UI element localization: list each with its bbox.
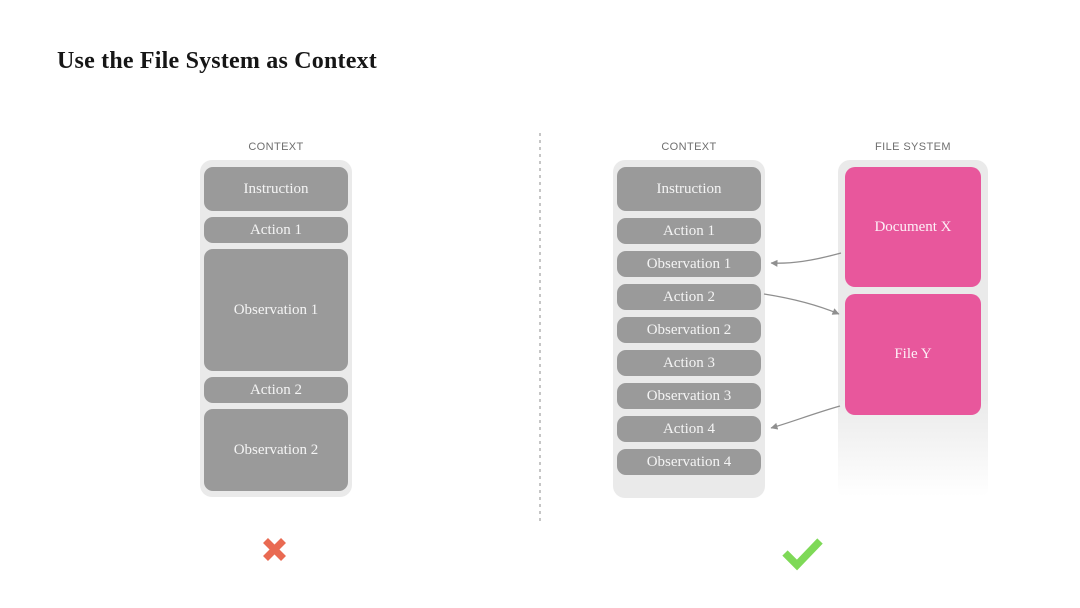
context-box: Instruction <box>617 167 761 211</box>
file-box: Document X <box>845 167 981 287</box>
right-context-header: CONTEXT <box>661 141 717 153</box>
context-box: Action 1 <box>204 217 348 243</box>
context-box: Instruction <box>204 167 348 211</box>
context-box: Observation 2 <box>204 409 348 491</box>
context-box: Action 2 <box>204 377 348 403</box>
check-icon <box>779 534 825 577</box>
context-box: Action 3 <box>617 350 761 376</box>
file-system-header: FILE SYSTEM <box>875 141 951 153</box>
context-box: Observation 1 <box>204 249 348 371</box>
page-title: Use the File System as Context <box>57 48 377 74</box>
context-box: Action 4 <box>617 416 761 442</box>
context-box: Observation 2 <box>617 317 761 343</box>
context-box: Observation 1 <box>617 251 761 277</box>
cross-icon <box>261 536 288 568</box>
arrow-document-x-to-observation-1 <box>770 252 842 267</box>
arrow-action-2-to-file-y <box>763 293 840 315</box>
file-box: File Y <box>845 294 981 415</box>
context-box: Action 2 <box>617 284 761 310</box>
arrow-file-y-to-action-4 <box>770 405 841 430</box>
context-box: Observation 4 <box>617 449 761 475</box>
left-context-header: CONTEXT <box>248 141 304 153</box>
context-box: Observation 3 <box>617 383 761 409</box>
context-box: Action 1 <box>617 218 761 244</box>
divider-dotted-line <box>539 133 541 521</box>
